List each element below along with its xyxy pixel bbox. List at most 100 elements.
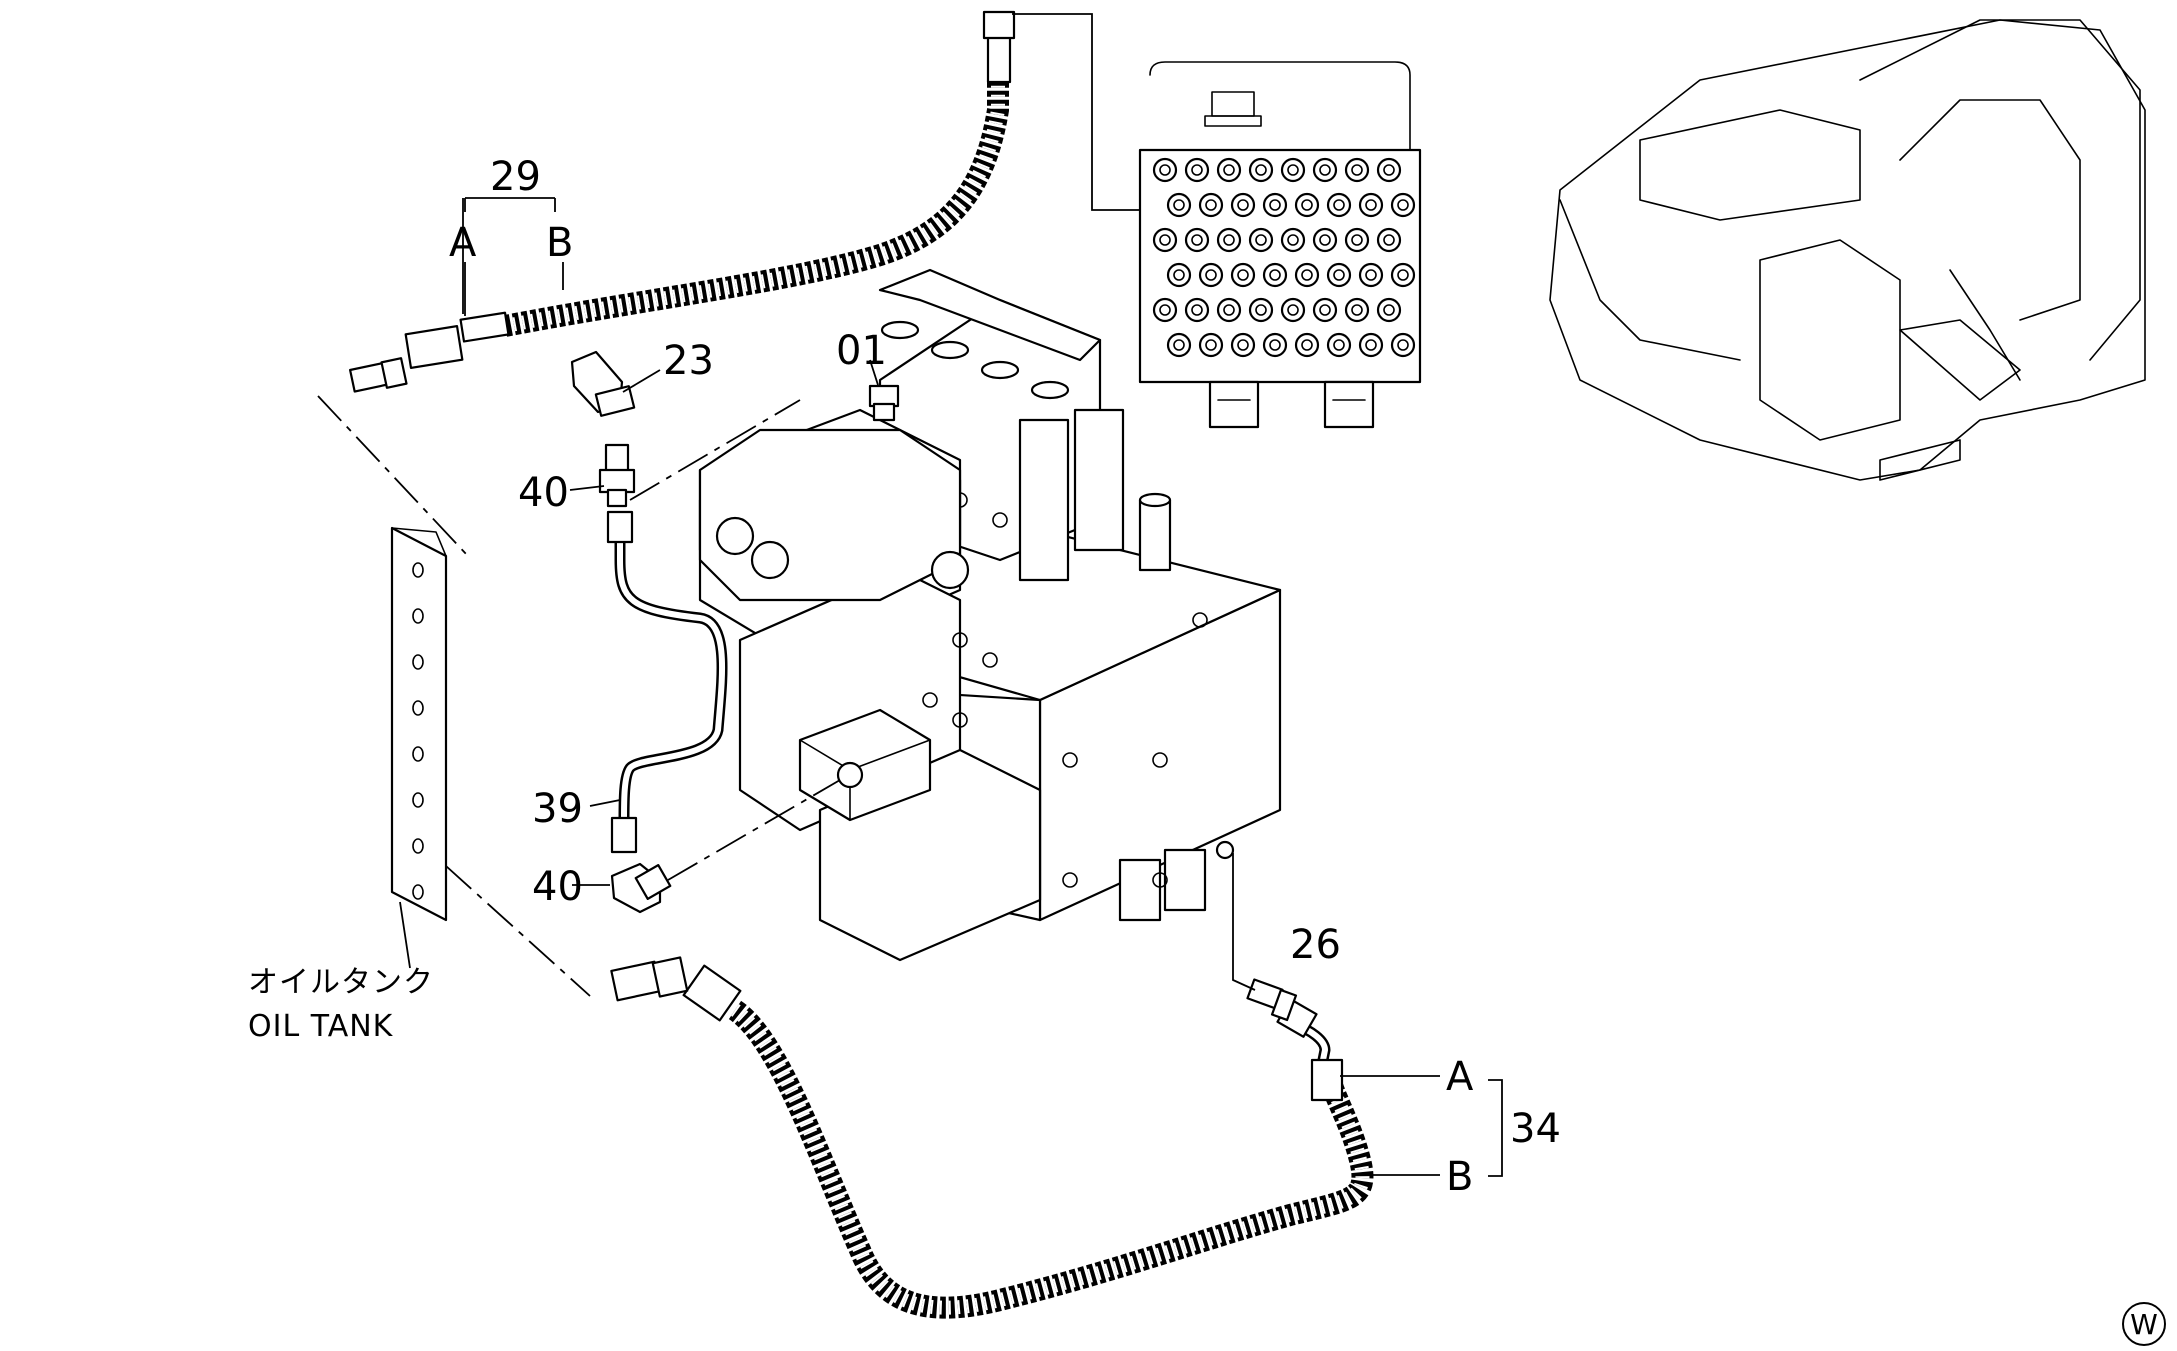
pilot-port: [1198, 192, 1224, 218]
pilot-port-core: [1301, 339, 1313, 351]
pilot-port-core: [1287, 304, 1299, 316]
tube-39[interactable]: [606, 510, 728, 854]
adapter-40-upper[interactable]: [598, 443, 636, 508]
oil-tank-adapter[interactable]: [610, 956, 689, 1002]
pilot-port: [1230, 332, 1256, 358]
pilot-port: [1166, 192, 1192, 218]
pilot-port-core: [1269, 269, 1281, 281]
pilot-port-core: [1287, 164, 1299, 176]
pilot-port-core: [1301, 269, 1313, 281]
pilot-valve-ports: [1152, 157, 1416, 358]
pilot-port: [1280, 157, 1306, 183]
label-40-upper: 40: [518, 470, 569, 516]
pilot-port: [1294, 262, 1320, 288]
pilot-port-core: [1351, 164, 1363, 176]
pilot-port-core: [1333, 199, 1345, 211]
tank-bolt-hole: [412, 792, 424, 808]
elbow-40-lower[interactable]: [610, 862, 672, 914]
corner-mark-label: W: [2130, 1308, 2158, 1341]
pilot-port: [1376, 227, 1402, 253]
pilot-port-core: [1223, 304, 1235, 316]
tank-bolt-hole: [412, 608, 424, 624]
pilot-port-core: [1205, 339, 1217, 351]
label-34-b: B: [1446, 1154, 1473, 1200]
pilot-port-core: [1269, 199, 1281, 211]
tank-bolt-hole: [412, 746, 424, 762]
label-01: 01: [836, 328, 887, 374]
solenoid-valve: [698, 428, 970, 602]
tank-bolt-hole: [412, 838, 424, 854]
pilot-port: [1312, 157, 1338, 183]
pilot-port: [1184, 157, 1210, 183]
pilot-port-core: [1365, 199, 1377, 211]
pilot-port: [1358, 262, 1384, 288]
pilot-port: [1280, 297, 1306, 323]
adapter-26[interactable]: [1246, 978, 1298, 1022]
pilot-port-core: [1173, 269, 1185, 281]
pilot-port-core: [1159, 234, 1171, 246]
tank-bolt-hole: [412, 654, 424, 670]
pilot-port: [1344, 297, 1370, 323]
label-39: 39: [532, 786, 583, 832]
pilot-port: [1152, 157, 1178, 183]
tank-bolt-hole: [412, 700, 424, 716]
pilot-port-core: [1191, 234, 1203, 246]
oil-tank-bolt-holes: [412, 562, 424, 900]
label-40-lower: 40: [532, 864, 583, 910]
pilot-port-core: [1333, 339, 1345, 351]
pilot-port-core: [1255, 304, 1267, 316]
pilot-port: [1344, 227, 1370, 253]
pilot-port: [1184, 227, 1210, 253]
pilot-port: [1152, 227, 1178, 253]
adapter-fitting-upper-left[interactable]: [349, 357, 408, 393]
pilot-port-core: [1383, 234, 1395, 246]
pilot-port-core: [1223, 164, 1235, 176]
tank-bolt-hole: [412, 562, 424, 578]
elbow-23[interactable]: [570, 350, 636, 417]
spool-cap: [930, 340, 970, 360]
pilot-port: [1166, 332, 1192, 358]
pilot-port-core: [1397, 199, 1409, 211]
pilot-port: [1248, 157, 1274, 183]
pilot-port-core: [1333, 269, 1345, 281]
pilot-port: [1262, 262, 1288, 288]
oil-tank-plate: [390, 526, 448, 922]
lower-hose-34[interactable]: [682, 964, 1374, 1319]
valve-port-hole: [952, 632, 968, 648]
pilot-port: [1294, 192, 1320, 218]
pilot-port: [1326, 262, 1352, 288]
valve-port-hole: [1152, 752, 1168, 768]
pilot-port-core: [1159, 304, 1171, 316]
valve-port-hole: [1062, 872, 1078, 888]
pilot-port: [1216, 297, 1242, 323]
label-26: 26: [1290, 922, 1341, 968]
pilot-port: [1248, 297, 1274, 323]
pilot-port: [1358, 192, 1384, 218]
pilot-port-core: [1237, 199, 1249, 211]
spool-cap: [1030, 380, 1070, 400]
spool-cap: [980, 360, 1020, 380]
oil-tank-label-jp: オイルタンク: [248, 965, 434, 1000]
label-34: 34: [1510, 1106, 1561, 1152]
pilot-port: [1376, 297, 1402, 323]
valve-port-hole: [952, 712, 968, 728]
pilot-port: [1166, 262, 1192, 288]
pilot-port: [1294, 332, 1320, 358]
plug-01[interactable]: [868, 384, 900, 422]
valve-port-hole: [992, 512, 1008, 528]
valve-port-hole: [1152, 872, 1168, 888]
tank-bolt-hole: [412, 884, 424, 900]
pilot-port: [1326, 332, 1352, 358]
pilot-port-core: [1287, 234, 1299, 246]
spool-cap: [880, 320, 920, 340]
corner-mark-icon: W: [2122, 1302, 2166, 1346]
pilot-port-core: [1159, 164, 1171, 176]
pilot-port-core: [1319, 304, 1331, 316]
pilot-port: [1390, 262, 1416, 288]
pilot-port: [1344, 157, 1370, 183]
upper-hose-29[interactable]: [404, 10, 1016, 369]
label-34-a: A: [1446, 1054, 1474, 1100]
pilot-port-core: [1319, 234, 1331, 246]
pilot-port-core: [1191, 164, 1203, 176]
